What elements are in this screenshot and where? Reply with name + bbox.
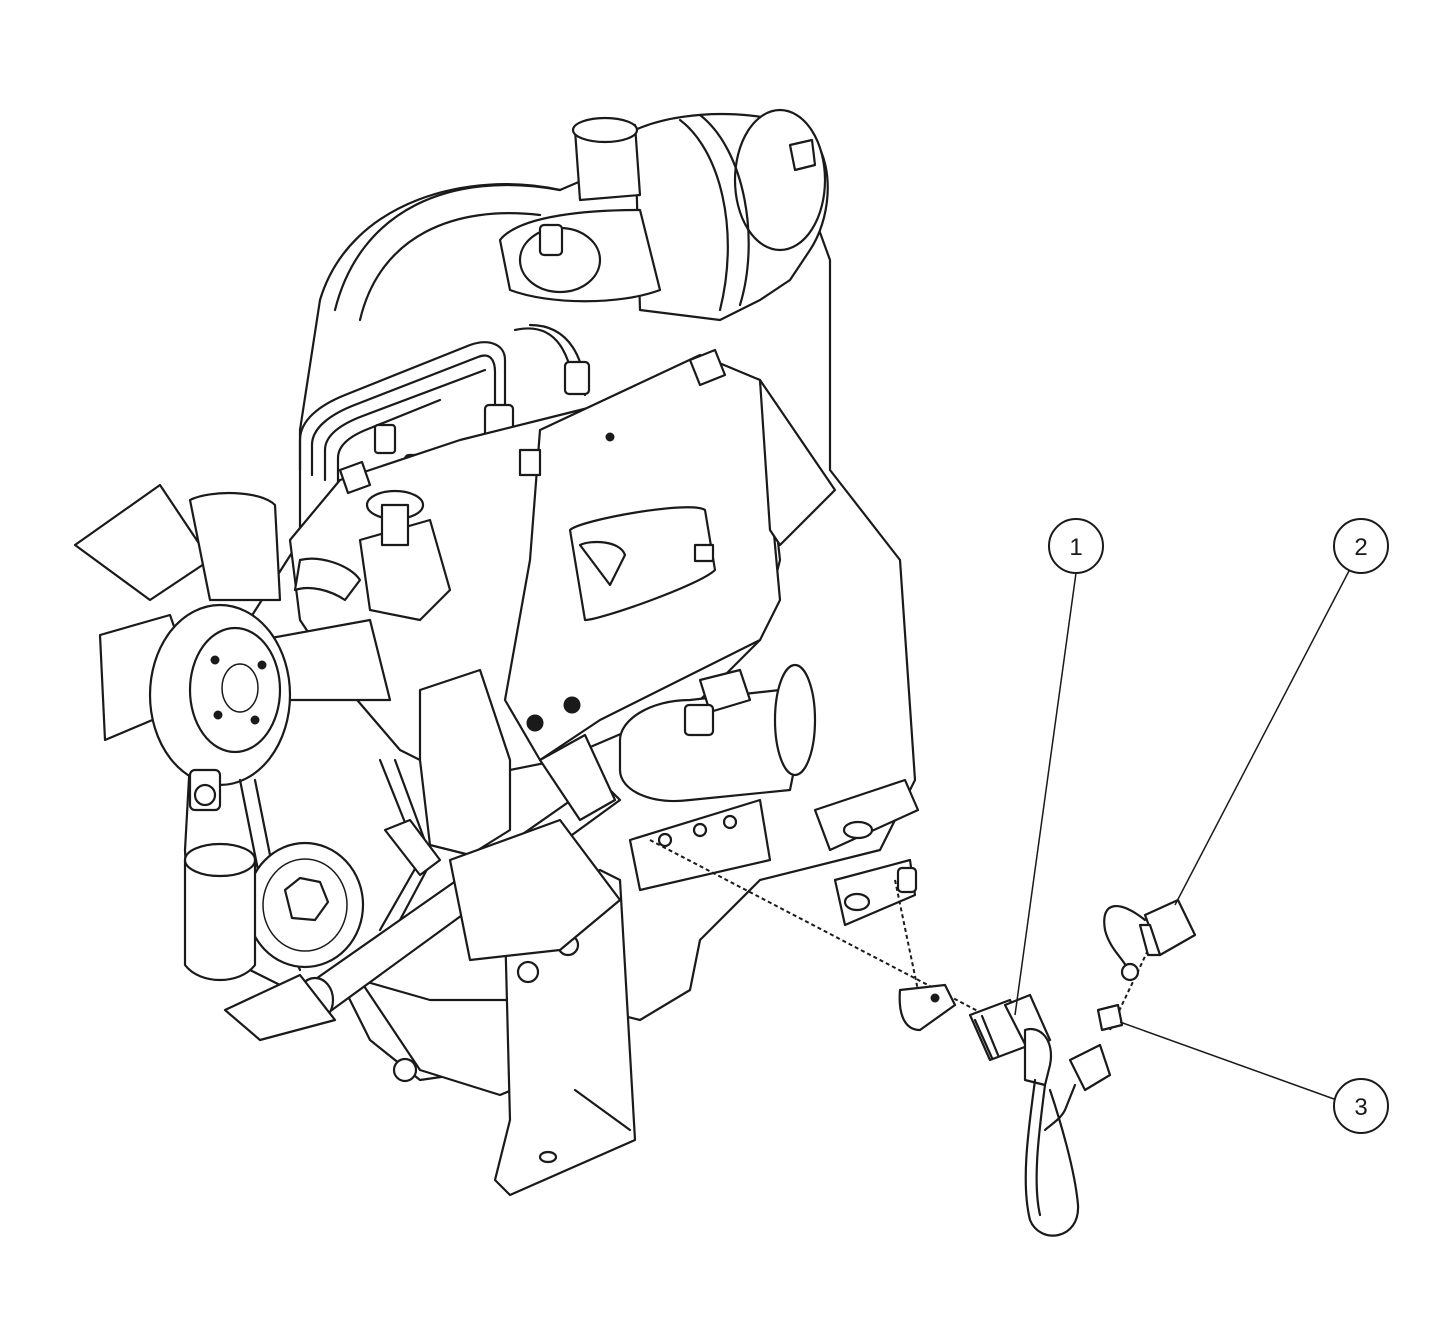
callout-3: 3 <box>1119 1021 1389 1134</box>
callout-1-label: 1 <box>1069 534 1082 561</box>
parts-group <box>649 839 1197 1237</box>
engine-drawing <box>73 108 920 1197</box>
callout-2: 2 <box>1174 518 1389 906</box>
starter-motor <box>618 663 817 803</box>
part-3-connector <box>1043 1003 1124 1132</box>
oil-filter <box>183 768 257 982</box>
fan-pulley <box>148 603 292 787</box>
callout-2-label: 2 <box>1354 534 1367 561</box>
thermostat-housing <box>293 489 452 622</box>
part-2-boot <box>1103 898 1197 982</box>
crank-pulley <box>245 841 365 969</box>
sensor-mount-tab <box>898 983 957 1032</box>
callout-1: 1 <box>1014 518 1104 1016</box>
air-cleaner <box>498 108 829 322</box>
callout-3-label: 3 <box>1354 1094 1367 1121</box>
engine-mount-plate <box>503 348 782 762</box>
